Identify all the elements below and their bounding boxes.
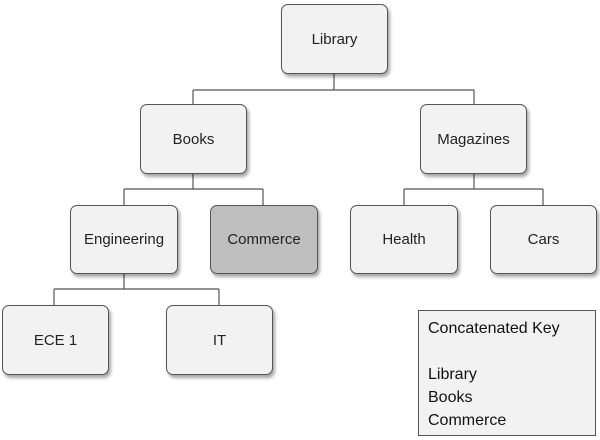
node-magazines: Magazines xyxy=(420,104,527,174)
key-line-commerce: Commerce xyxy=(428,412,507,429)
key-title: Concatenated Key xyxy=(428,320,560,337)
node-commerce: Commerce xyxy=(210,205,318,274)
concatenated-key-box: Concatenated Key Library Books Commerce xyxy=(418,310,596,436)
key-line-library: Library xyxy=(428,366,477,383)
node-ece1: ECE 1 xyxy=(2,305,109,375)
node-cars: Cars xyxy=(490,205,597,274)
node-books: Books xyxy=(140,104,247,174)
node-health: Health xyxy=(350,205,458,274)
node-library: Library xyxy=(281,4,388,74)
node-engineering: Engineering xyxy=(70,205,178,274)
key-line-books: Books xyxy=(428,389,473,406)
node-it: IT xyxy=(166,305,273,375)
